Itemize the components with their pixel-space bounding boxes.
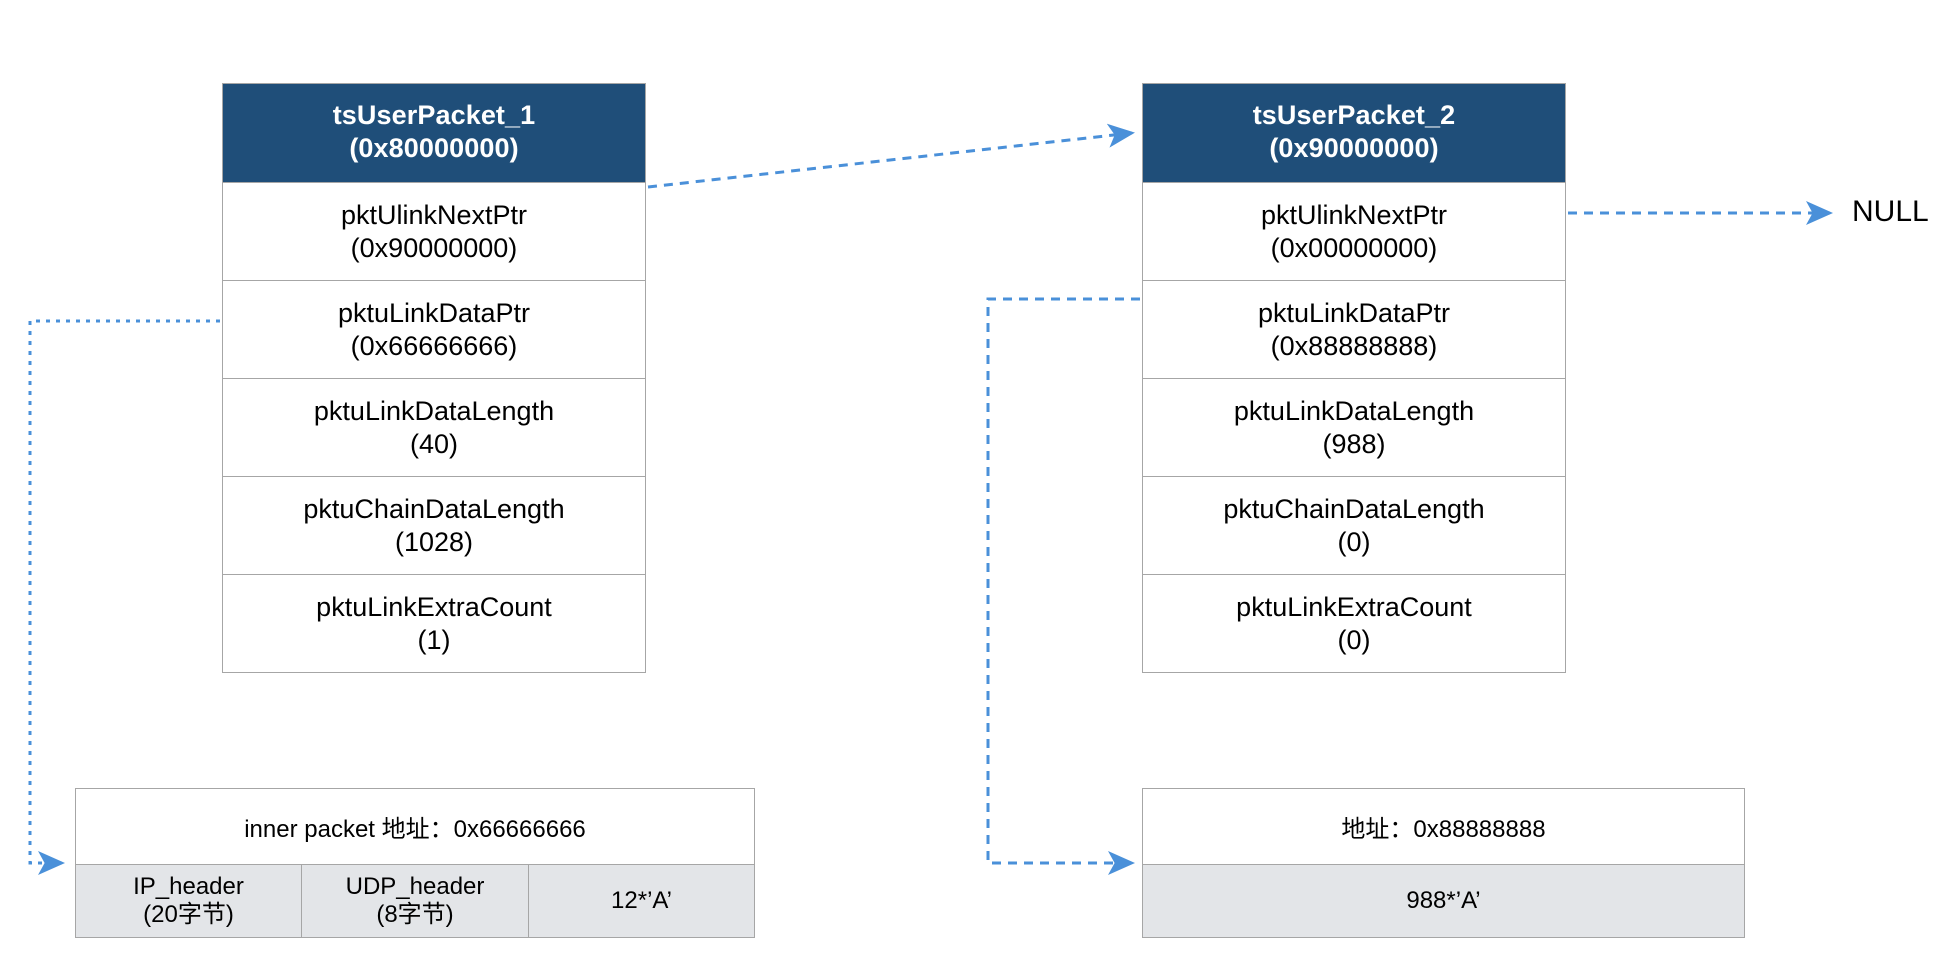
struct-header-name-1: tsUserPacket_1 <box>332 100 536 131</box>
struct-header-name-2: tsUserPacket_2 <box>1252 100 1456 131</box>
field-name: pktuLinkDataPtr <box>337 297 531 328</box>
cell-name: IP_header <box>133 872 244 900</box>
field-value: (0x66666666) <box>350 330 518 361</box>
struct-row-data-length-2: pktuLinkDataLength (988) <box>1143 378 1565 476</box>
struct-row-chain-length-2: pktuChainDataLength (0) <box>1143 476 1565 574</box>
struct-header-2: tsUserPacket_2 (0x90000000) <box>1143 84 1565 182</box>
struct-row-next-ptr-1: pktUlinkNextPtr (0x90000000) <box>223 182 645 280</box>
struct-row-data-length-1: pktuLinkDataLength (40) <box>223 378 645 476</box>
connector-next-ptr-p1-to-p2 <box>647 123 1135 189</box>
cell-name: 12*’A’ <box>611 886 672 914</box>
buffer-address-label-2: 地址：0x88888888 <box>1143 789 1744 864</box>
struct-header-addr-1: (0x80000000) <box>349 133 519 163</box>
struct-header-1: tsUserPacket_1 (0x80000000) <box>223 84 645 182</box>
field-name: pktuLinkExtraCount <box>316 591 552 622</box>
buffer-cell-row-1: IP_header (20字节) UDP_header (8字节) 12*’A’ <box>76 864 754 937</box>
cell-value: (8字节) <box>376 901 454 928</box>
field-name: pktuLinkExtraCount <box>1236 591 1472 622</box>
field-value: (0) <box>1337 526 1371 557</box>
field-name: pktuLinkDataLength <box>1233 395 1475 426</box>
struct-row-data-ptr-1: pktuLinkDataPtr (0x66666666) <box>223 280 645 378</box>
buffer-cell-ip-header: IP_header (20字节) <box>76 865 302 937</box>
struct-row-data-ptr-2: pktuLinkDataPtr (0x88888888) <box>1143 280 1565 378</box>
field-name: pktUlinkNextPtr <box>1260 199 1448 230</box>
struct-header-addr-2: (0x90000000) <box>1269 133 1439 163</box>
field-value: (0x90000000) <box>350 232 518 263</box>
field-name: pktuChainDataLength <box>303 493 565 524</box>
struct-table-tsUserPacket-1: tsUserPacket_1 (0x80000000) pktUlinkNext… <box>222 83 646 673</box>
connector-data-ptr-p1-to-buffer1 <box>28 319 220 875</box>
null-label: NULL <box>1852 195 1929 228</box>
cell-name: UDP_header <box>345 872 485 900</box>
buffer-cell-payload-1: 12*’A’ <box>529 865 754 937</box>
cell-name: 988*’A’ <box>1406 886 1481 914</box>
struct-row-extra-count-2: pktuLinkExtraCount (0) <box>1143 574 1565 672</box>
field-name: pktuLinkDataLength <box>313 395 555 426</box>
field-value: (0) <box>1337 624 1371 655</box>
field-value: (40) <box>409 428 458 459</box>
field-name: pktUlinkNextPtr <box>340 199 528 230</box>
struct-row-next-ptr-2: pktUlinkNextPtr (0x00000000) <box>1143 182 1565 280</box>
field-name: pktuLinkDataPtr <box>1257 297 1451 328</box>
buffer-cell-payload-2: 988*’A’ <box>1143 865 1744 937</box>
connector-data-ptr-p2-to-buffer2 <box>986 297 1140 875</box>
struct-table-tsUserPacket-2: tsUserPacket_2 (0x90000000) pktUlinkNext… <box>1142 83 1566 673</box>
buffer-address-label-1: inner packet 地址：0x66666666 <box>76 789 754 864</box>
buffer-box-second: 地址：0x88888888 988*’A’ <box>1142 788 1745 938</box>
field-value: (1) <box>417 624 451 655</box>
struct-row-chain-length-1: pktuChainDataLength (1028) <box>223 476 645 574</box>
buffer-cell-udp-header: UDP_header (8字节) <box>302 865 529 937</box>
struct-row-extra-count-1: pktuLinkExtraCount (1) <box>223 574 645 672</box>
field-value: (988) <box>1322 428 1386 459</box>
field-value: (0x00000000) <box>1270 232 1438 263</box>
buffer-cell-row-2: 988*’A’ <box>1143 864 1744 937</box>
field-value: (0x88888888) <box>1270 330 1438 361</box>
cell-value: (20字节) <box>143 901 234 928</box>
field-value: (1028) <box>394 526 474 557</box>
field-name: pktuChainDataLength <box>1223 493 1485 524</box>
buffer-box-inner-packet: inner packet 地址：0x66666666 IP_header (20… <box>75 788 755 938</box>
